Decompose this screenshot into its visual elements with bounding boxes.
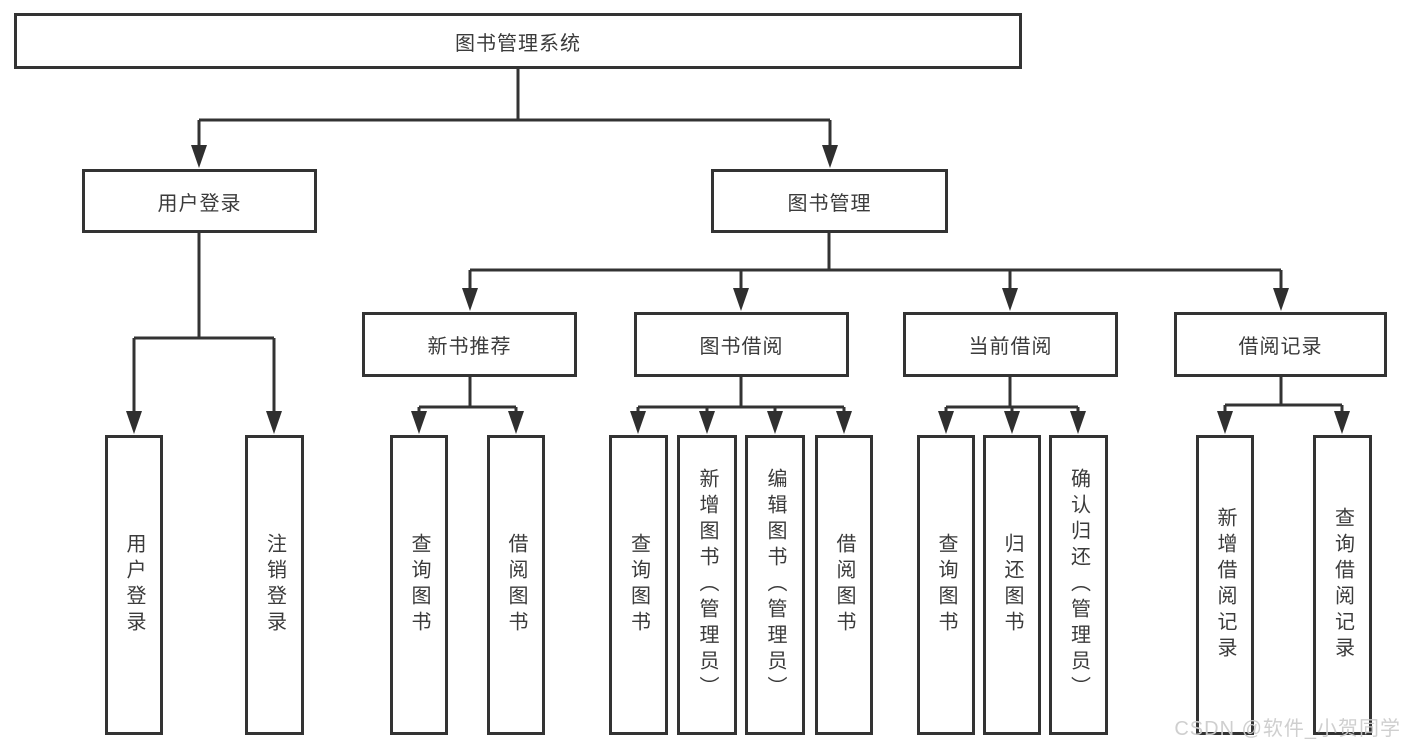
leaf-edit-books-admin: 编辑图书（管理员） — [745, 435, 805, 735]
leaf-query-borrow-record: 查询借阅记录 — [1313, 435, 1372, 735]
leaf-user-login: 用户登录 — [105, 435, 163, 735]
arrowheads — [126, 145, 1350, 434]
leaf-confirm-return-admin: 确认归还（管理员） — [1049, 435, 1108, 735]
node-borrow-records: 借阅记录 — [1174, 312, 1387, 377]
node-book-management: 图书管理 — [711, 169, 948, 233]
leaf-borrow-query-books: 查询图书 — [609, 435, 668, 735]
node-current-borrow: 当前借阅 — [903, 312, 1118, 377]
leaf-add-borrow-record: 新增借阅记录 — [1196, 435, 1254, 735]
leaf-logout: 注销登录 — [245, 435, 304, 735]
node-user-login: 用户登录 — [82, 169, 317, 233]
tree-edges — [132, 69, 1344, 413]
leaf-return-books: 归还图书 — [983, 435, 1041, 735]
node-book-borrow: 图书借阅 — [634, 312, 849, 377]
node-new-book-recommend: 新书推荐 — [362, 312, 577, 377]
leaf-recommend-borrow-books: 借阅图书 — [487, 435, 545, 735]
leaf-current-query-books: 查询图书 — [917, 435, 975, 735]
leaf-recommend-query-books: 查询图书 — [390, 435, 448, 735]
leaf-add-books-admin: 新增图书（管理员） — [677, 435, 737, 735]
leaf-borrow-books: 借阅图书 — [815, 435, 873, 735]
node-library-system: 图书管理系统 — [14, 13, 1022, 69]
